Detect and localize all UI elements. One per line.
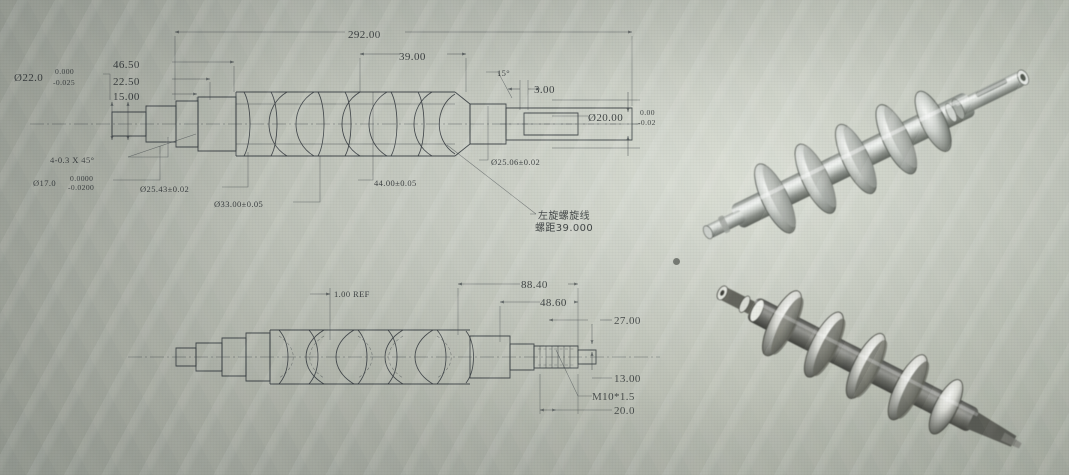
bottom-view-dimension-lines xyxy=(310,282,612,414)
dim-292: 292.00 xyxy=(348,29,381,41)
dim-25-06: Ø25.06±0.02 xyxy=(491,157,540,167)
dim-chamfer-4-0-3-45: 4-0.3 X 45° xyxy=(50,155,94,165)
svg-text:Ø17.0: Ø17.0 xyxy=(33,178,56,188)
svg-text:0.00: 0.00 xyxy=(640,108,655,117)
dim-48-60: 48.60 xyxy=(540,297,567,309)
photo-speck-artifact xyxy=(673,258,680,265)
dim-27-00: 27.00 xyxy=(614,315,641,327)
dim-33-00: Ø33.00±0.05 xyxy=(214,199,263,209)
dim-22-50: 22.50 xyxy=(113,76,140,88)
top-view-dimension-text: 292.00 39.00 46.50 22.50 15.00 15° 3.00 … xyxy=(14,29,656,234)
dim-1-00-ref: 1.00 REF xyxy=(334,289,370,299)
svg-text:Ø20.00: Ø20.00 xyxy=(588,112,623,124)
dim-13-00: 13.00 xyxy=(614,373,641,385)
bottom-view-geometry xyxy=(128,329,660,385)
svg-text:-0.025: -0.025 xyxy=(53,78,75,87)
top-view-geometry xyxy=(30,91,640,157)
note-left-hand-helix: 左旋螺旋线 螺距39.000 xyxy=(535,209,593,234)
svg-text:Ø22.0: Ø22.0 xyxy=(14,72,43,84)
dim-3-00: 3.00 xyxy=(534,84,555,96)
svg-text:-0.02: -0.02 xyxy=(638,118,656,127)
svg-text:-0.0200: -0.0200 xyxy=(68,183,94,192)
dim-25-43: Ø25.43±0.02 xyxy=(140,184,189,194)
tol-dim-20: Ø20.00 0.00 -0.02 xyxy=(588,108,656,127)
svg-text:0.000: 0.000 xyxy=(55,67,74,76)
dim-15-00: 15.00 xyxy=(113,91,140,103)
top-view-dimension-lines xyxy=(103,30,640,215)
tol-dim-17: Ø17.0 0.0000 -0.0200 xyxy=(33,174,94,192)
dim-15-deg: 15° xyxy=(497,68,510,78)
svg-text:螺距39.000: 螺距39.000 xyxy=(535,222,593,234)
dim-20-0: 20.0 xyxy=(614,405,635,417)
dim-m10: M10*1.5 xyxy=(592,391,635,403)
svg-text:0.0000: 0.0000 xyxy=(70,174,93,183)
dim-44-00: 44.00±0.05 xyxy=(374,178,417,188)
bottom-view-dimension-text: 1.00 REF 88.40 48.60 27.00 13.00 M10*1.5… xyxy=(334,279,641,417)
render-worm-screw-light xyxy=(668,44,1069,259)
dim-46-50: 46.50 xyxy=(113,59,140,71)
dim-39: 39.00 xyxy=(399,51,426,63)
svg-text:左旋螺旋线: 左旋螺旋线 xyxy=(538,209,590,222)
render-worm-screw-dark xyxy=(668,262,1069,475)
tol-dim-22: Ø22.0 0.000 -0.025 xyxy=(14,67,75,87)
dim-88-40: 88.40 xyxy=(521,279,548,291)
